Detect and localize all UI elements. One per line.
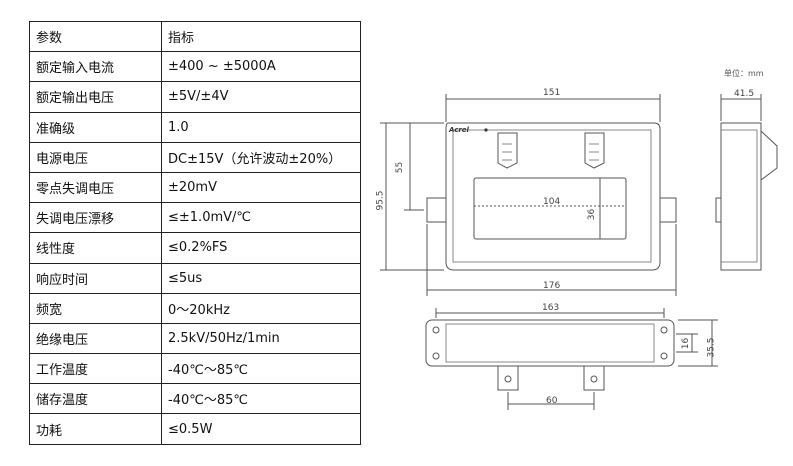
param-cell: 功耗 xyxy=(29,413,162,445)
spec-cell: 0～20kHz xyxy=(161,292,361,324)
spec-cell: ±5V/±4V xyxy=(161,81,361,113)
dim-side-depth: 41.5 xyxy=(734,89,755,99)
brand-logo-text: Acrel xyxy=(449,126,469,134)
unit-label: 单位：mm xyxy=(724,69,764,78)
header-param: 参数 xyxy=(29,20,162,53)
spec-cell: ≤0.5W xyxy=(161,413,361,445)
dim-total-height: 95.5 xyxy=(375,190,386,211)
table-header-row: 参数 指标 xyxy=(29,20,361,53)
dim-window-width: 104 xyxy=(543,197,561,207)
dim-bottom-inner: 16 xyxy=(681,337,692,350)
table-row: 工作温度-40℃～85℃ xyxy=(29,353,361,385)
param-cell: 失调电压漂移 xyxy=(29,202,162,234)
param-cell: 绝缘电压 xyxy=(29,322,162,355)
dim-width-total: 176 xyxy=(543,281,561,291)
dim-pin-spacing: 60 xyxy=(546,396,558,406)
table-row: 线性度≤0.2%FS xyxy=(29,232,361,264)
spec-cell: ±400 ~ ±5000A xyxy=(161,51,361,83)
param-cell: 储存温度 xyxy=(29,383,162,415)
dim-width-top: 151 xyxy=(543,88,561,98)
table-row: 储存温度-40℃～85℃ xyxy=(29,383,361,415)
table-row: 功耗≤0.5W xyxy=(29,413,361,445)
spec-cell: ±20mV xyxy=(161,171,361,204)
table-row: 零点失调电压±20mV xyxy=(29,171,361,204)
side-outline xyxy=(720,122,762,271)
spec-cell: 1.0 xyxy=(161,111,361,143)
table-row: 额定输入电流±400 ~ ±5000A xyxy=(29,51,361,83)
param-cell: 响应时间 xyxy=(29,262,162,294)
param-cell: 电源电压 xyxy=(29,141,162,173)
table-row: 失调电压漂移≤±1.0mV/℃ xyxy=(29,202,361,234)
dim-upper-height: 55 xyxy=(395,161,406,174)
dim-bottom-height: 35.5 xyxy=(706,337,717,358)
param-cell: 准确级 xyxy=(29,111,162,143)
table-row: 额定输出电压±5V/±4V xyxy=(29,81,361,113)
spec-cell: -40℃～85℃ xyxy=(161,353,361,385)
front-outline xyxy=(426,122,677,271)
front-window xyxy=(473,177,627,240)
dim-bottom-length: 163 xyxy=(542,303,560,313)
header-spec: 指标 xyxy=(161,20,361,53)
terminal-left xyxy=(497,132,518,169)
terminal-right xyxy=(584,132,605,169)
spec-cell: DC±15V（允许波动±20%） xyxy=(161,141,361,173)
spec-cell: -40℃～85℃ xyxy=(161,383,361,415)
param-cell: 零点失调电压 xyxy=(29,171,162,204)
bottom-outline xyxy=(425,319,675,367)
dim-window-height: 36 xyxy=(587,208,598,221)
spec-cell: ≤±1.0mV/℃ xyxy=(161,202,361,234)
spec-cell: ≤0.2%FS xyxy=(161,232,361,264)
param-cell: 线性度 xyxy=(29,232,162,264)
